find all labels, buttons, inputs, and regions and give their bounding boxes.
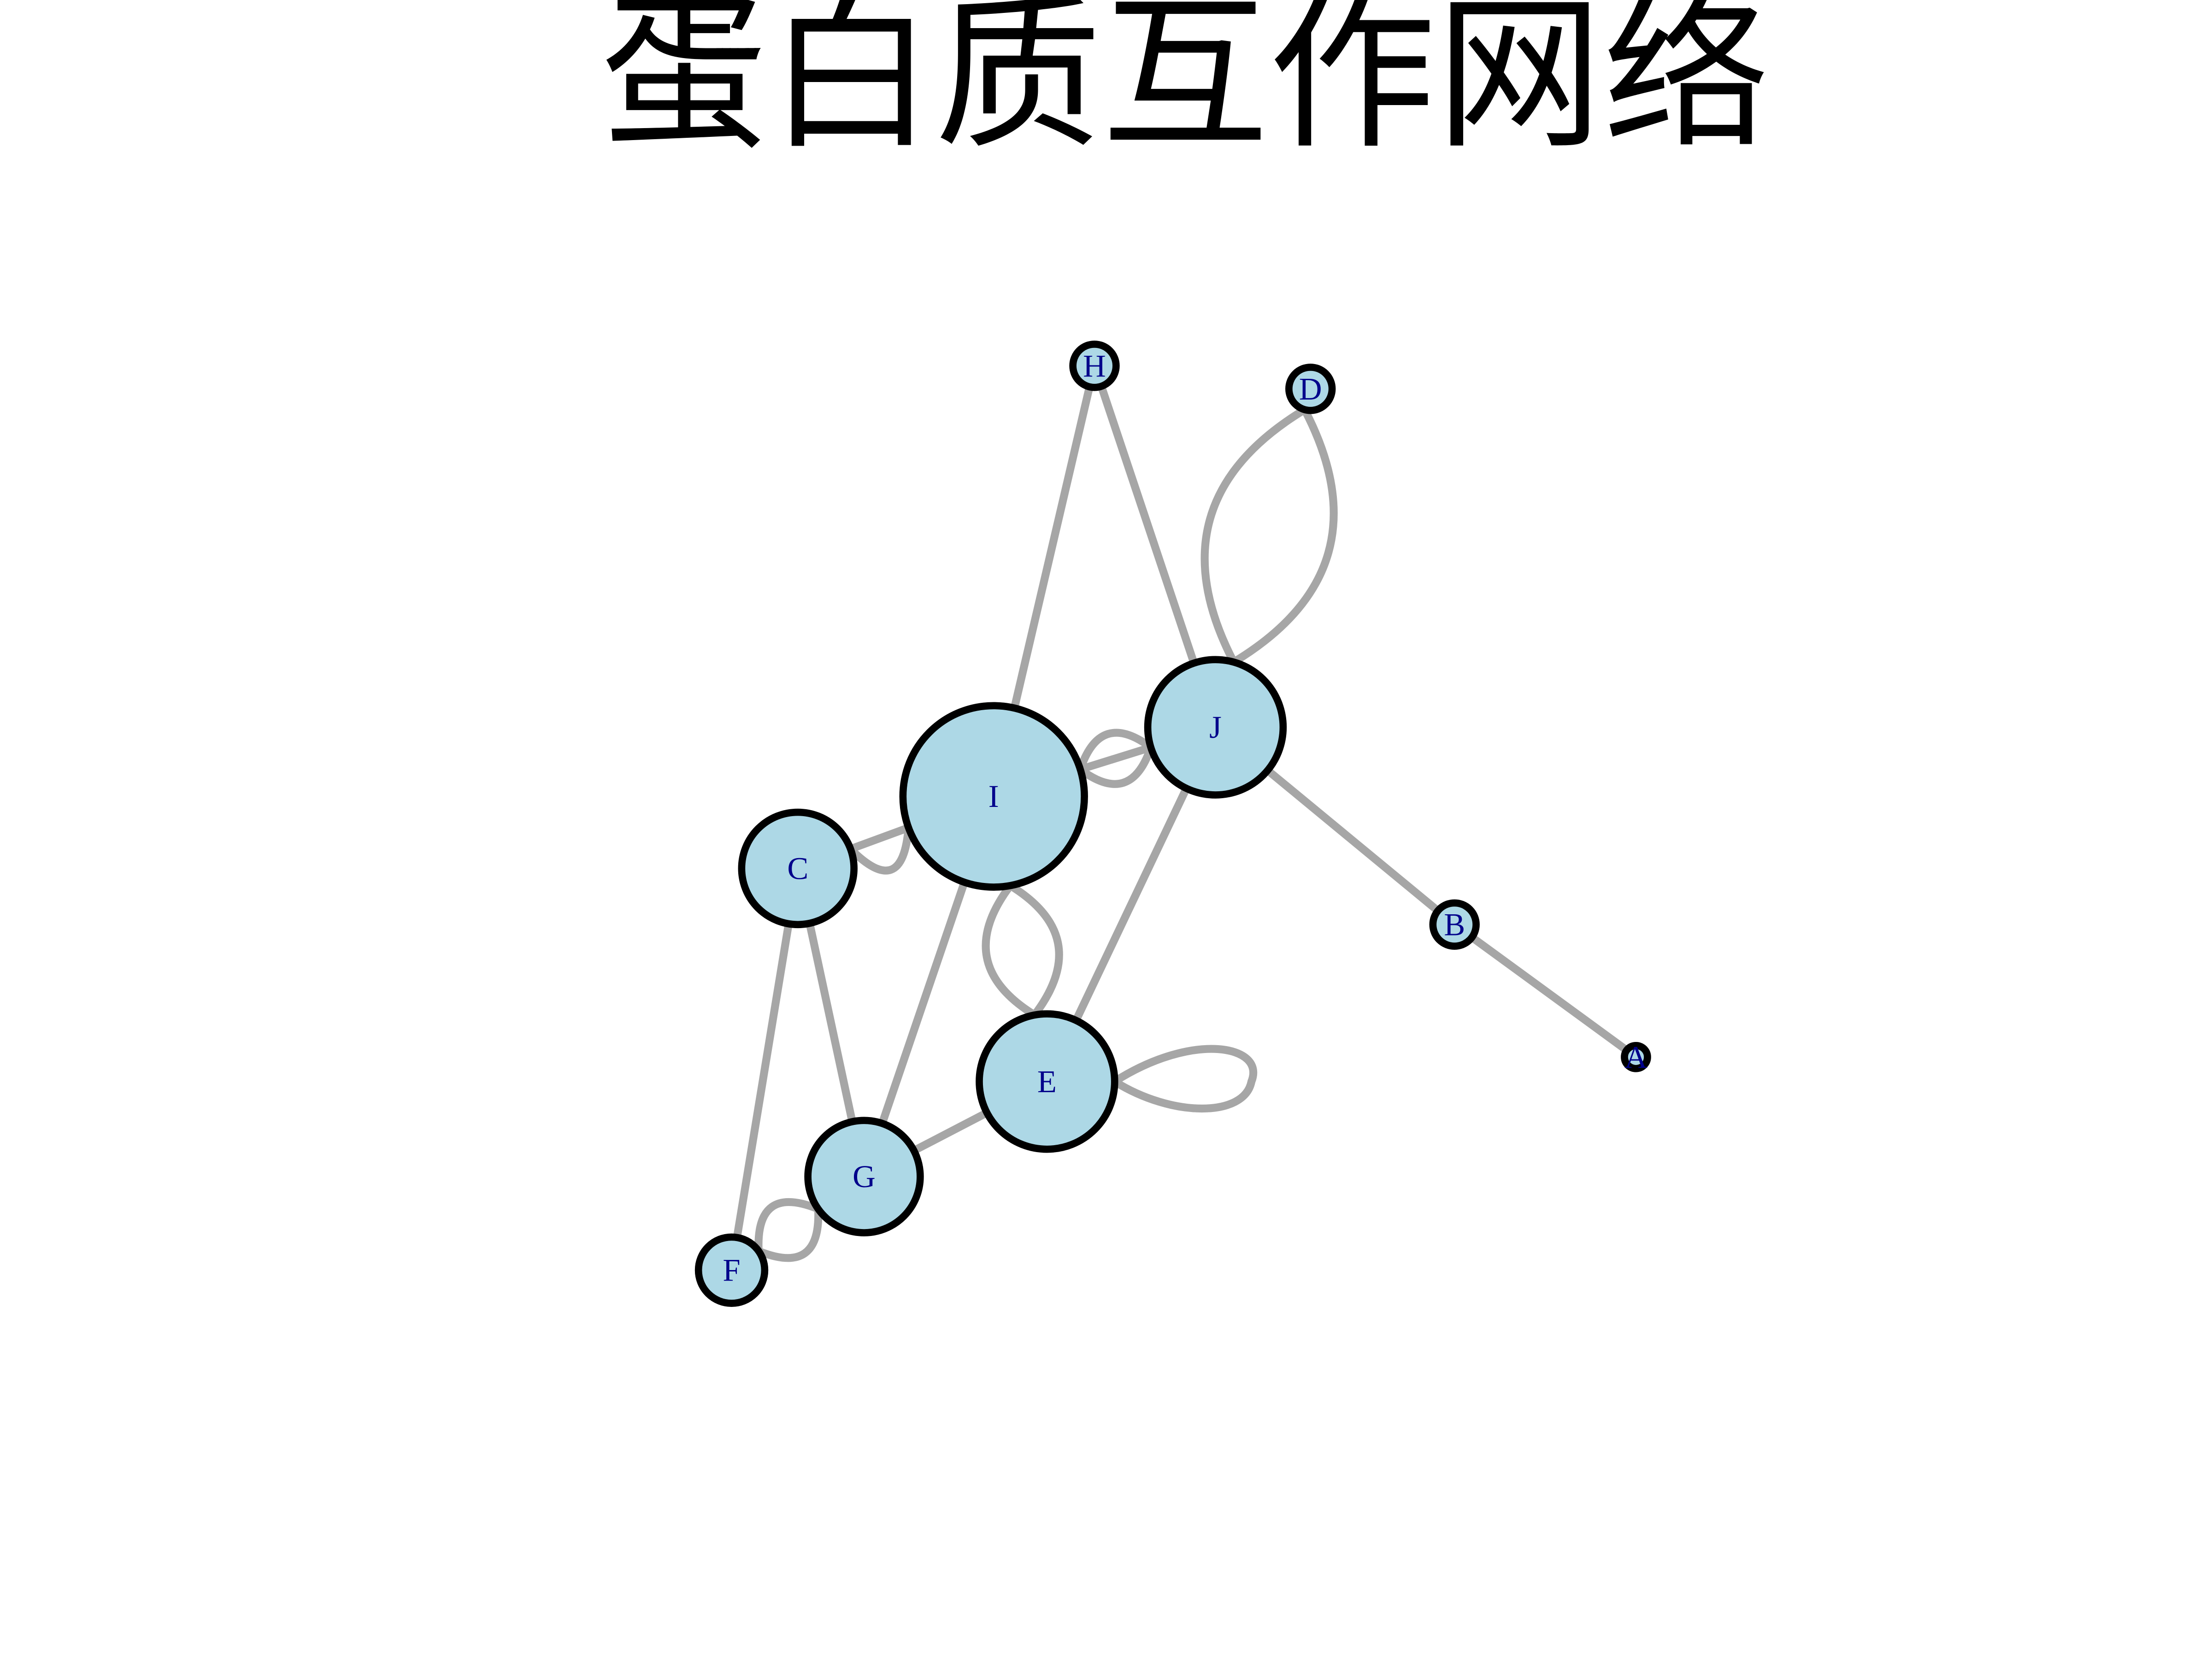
node-layer: A B C D E F G H I J bbox=[694, 341, 1651, 1307]
diagram-title: 蛋白质互作网络 bbox=[600, 0, 1770, 172]
edge-I-J bbox=[1076, 729, 1155, 774]
node-label-E: E bbox=[1037, 1064, 1057, 1099]
edge-H-J bbox=[1097, 382, 1198, 667]
node-C bbox=[738, 808, 858, 929]
edge-H-I bbox=[1010, 382, 1094, 712]
edge-E-E bbox=[1111, 1045, 1258, 1113]
edge-D-J bbox=[1230, 406, 1338, 666]
node-label-H: H bbox=[1083, 348, 1106, 383]
edge-C-I bbox=[847, 824, 913, 875]
node-label-D: D bbox=[1299, 371, 1322, 406]
edge-I-E bbox=[1006, 882, 1063, 1019]
edge-G-E bbox=[910, 1109, 991, 1155]
edge-J-E bbox=[1072, 784, 1191, 1024]
edge-C-F bbox=[733, 920, 793, 1241]
node-label-A: A bbox=[1624, 1040, 1647, 1075]
edge-J-B bbox=[1264, 766, 1442, 915]
edge-I-G bbox=[878, 878, 969, 1128]
node-label-C: C bbox=[787, 851, 808, 886]
edge-I-E bbox=[982, 882, 1039, 1019]
node-label-I: I bbox=[988, 779, 999, 814]
node-B bbox=[1429, 899, 1480, 950]
node-J bbox=[1144, 656, 1287, 799]
node-label-B: B bbox=[1444, 907, 1465, 942]
edge-layer bbox=[733, 382, 1631, 1262]
edge-C-G bbox=[806, 919, 856, 1126]
node-A bbox=[1621, 1041, 1651, 1072]
node-I bbox=[899, 702, 1088, 891]
edge-G-F bbox=[754, 1205, 823, 1262]
node-label-J: J bbox=[1209, 710, 1222, 745]
edge-I-J bbox=[1076, 743, 1155, 788]
edge-B-A bbox=[1468, 933, 1631, 1054]
node-label-F: F bbox=[723, 1253, 740, 1288]
edge-I-J bbox=[1076, 743, 1155, 774]
edge-D-J bbox=[1200, 406, 1309, 666]
node-D bbox=[1285, 364, 1336, 414]
node-label-G: G bbox=[853, 1159, 876, 1194]
node-E bbox=[976, 1010, 1118, 1153]
edge-G-F bbox=[754, 1198, 823, 1255]
node-H bbox=[1069, 341, 1120, 391]
edge-C-I bbox=[847, 824, 913, 853]
node-F bbox=[694, 1233, 769, 1307]
node-G bbox=[804, 1117, 924, 1236]
